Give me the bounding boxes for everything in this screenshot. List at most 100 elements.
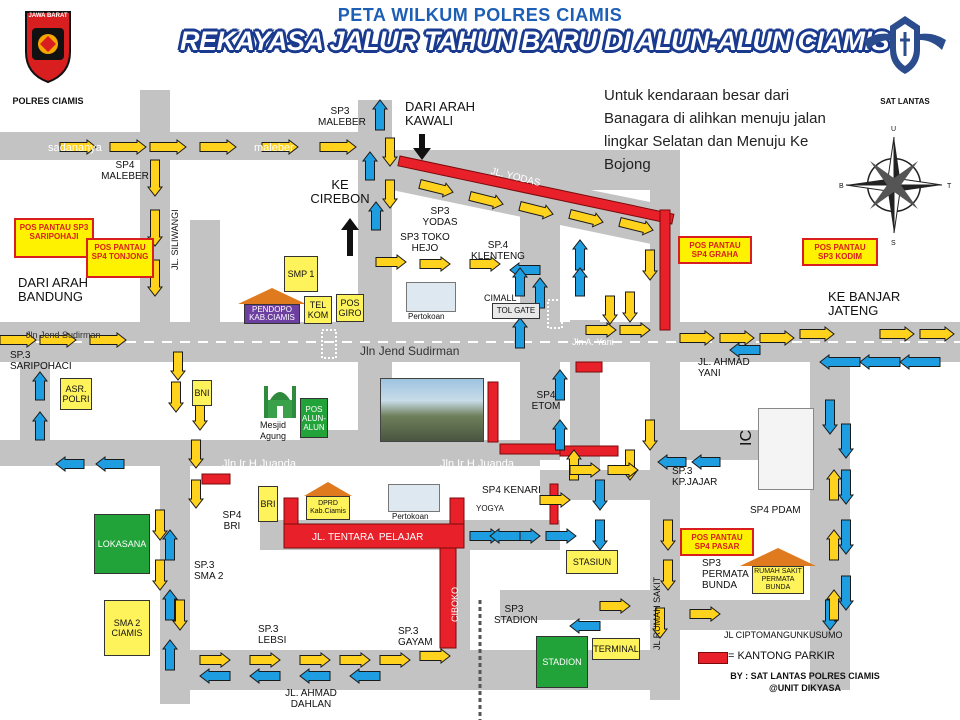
- traffic-arrow: [659, 559, 677, 591]
- road-ahmad-yani-top: Jln A. Yani: [572, 337, 614, 347]
- traffic-arrow: [249, 667, 281, 685]
- traffic-arrow: [825, 589, 843, 621]
- parking-zones: [201, 155, 675, 649]
- pos-pantau-tonjong: POS PANTAU SP4 TONJONG: [86, 238, 154, 278]
- traffic-arrow: [591, 519, 609, 551]
- traffic-arrow: [879, 325, 915, 343]
- post-sp3-lebsi: SP.3 LEBSI: [258, 624, 287, 646]
- traffic-arrow: [571, 239, 589, 271]
- traffic-arrow: [59, 138, 97, 156]
- traffic-arrow: [89, 331, 127, 349]
- road-ahmad-yani-right: JL. AHMAD YANI: [698, 357, 750, 379]
- direction-arrow-kawali: [413, 134, 431, 160]
- road-juanda-left: Jln Ir H Juanda: [222, 458, 296, 470]
- traffic-arrow: [919, 325, 955, 343]
- traffic-arrow: [545, 527, 577, 545]
- parking-zone: [397, 155, 675, 225]
- traffic-arrow: [607, 461, 639, 479]
- traffic-arrow: [799, 325, 835, 343]
- pos-pantau-kodim: POS PANTAU SP3 KODIM: [802, 238, 878, 266]
- road-tentara-pelajar: JL. TENTARA PELAJAR: [312, 532, 424, 543]
- traffic-arrow: [375, 253, 407, 271]
- to-cirebon-label: KE CIREBON: [310, 177, 370, 206]
- road-maleber: maleber: [254, 142, 294, 154]
- traffic-arrow: [599, 597, 631, 615]
- direction-arrow-cirebon: [341, 218, 359, 256]
- alun-alun-photo: [380, 378, 484, 442]
- crosswalk: [321, 329, 337, 359]
- post-sp4-etom: SP4 ETOM: [531, 390, 561, 412]
- building-mesjid: Mesjid Agung: [260, 420, 287, 441]
- road-ciboko: CIBOKO: [450, 586, 460, 622]
- traffic-arrow: [419, 255, 451, 273]
- building-asr-polri: ASR. POLRI: [60, 378, 92, 410]
- traffic-arrow: [187, 439, 205, 469]
- traffic-arrow: [169, 351, 187, 381]
- traffic-arrow: [55, 455, 85, 473]
- post-sp3-maleber: SP3 MALEBER: [318, 106, 366, 128]
- traffic-arrow: [149, 138, 187, 156]
- building-stasiun: STASIUN: [566, 550, 618, 574]
- parking-zone: [439, 547, 457, 649]
- traffic-arrow: [199, 667, 231, 685]
- traffic-arrow: [381, 137, 399, 167]
- building-pos-giro: POS GIRO: [336, 294, 364, 322]
- traffic-arrow: [39, 331, 77, 349]
- traffic-arrow: [619, 321, 651, 339]
- pertokoan-bottom-image: [388, 484, 440, 512]
- traffic-arrow: [167, 381, 185, 413]
- traffic-arrow: [518, 200, 554, 220]
- compass-east: T: [947, 183, 952, 190]
- compass-point: [894, 137, 901, 185]
- traffic-arrow: [551, 419, 569, 451]
- traffic-arrow: [379, 651, 411, 669]
- traffic-arrow: [367, 201, 385, 231]
- ic-building-image: [758, 408, 814, 490]
- road-jend-sudirman-left: Jln Jend Sudirman: [26, 330, 101, 340]
- road-rumah-sakit: JL RUMAH SAKIT: [652, 576, 662, 650]
- building-pertokoan-bottom: Pertokoan: [392, 512, 429, 521]
- legend-text: = KANTONG PARKIR: [728, 650, 835, 662]
- traffic-arrow: [249, 651, 281, 669]
- traffic-arrow: [585, 321, 617, 339]
- compass-rose: [845, 136, 943, 234]
- traffic-arrow: [657, 453, 687, 471]
- building-cimall: CIMALL: [484, 293, 517, 303]
- post-sp3-sma2: SP.3 SMA 2: [194, 560, 224, 582]
- parking-zone: [659, 209, 671, 331]
- road-jalan-kopasi: Jalan kopasi: [688, 493, 739, 503]
- traffic-arrow: [151, 559, 169, 591]
- traffic-arrow: [371, 99, 389, 131]
- traffic-arrow: [381, 179, 399, 209]
- road-segment: [0, 440, 540, 466]
- shield-icon: [25, 11, 71, 84]
- traffic-arrow: [825, 469, 843, 501]
- traffic-arrow: [299, 667, 331, 685]
- traffic-arrow: [361, 151, 379, 181]
- traffic-arrow: [531, 277, 549, 309]
- building-bni: BNI: [192, 380, 212, 406]
- traffic-arrow: [161, 529, 179, 561]
- building-rumah-sakit-roof: [740, 548, 816, 566]
- traffic-arrow: [469, 255, 501, 273]
- post-sp4-klenteng: SP.4 KLENTENG: [471, 240, 525, 262]
- parking-zone: [575, 361, 603, 373]
- post-sp3-toko-hejo: SP3 TOKO HEJO: [400, 232, 450, 254]
- compass-north: U: [891, 126, 897, 133]
- traffic-arrow: [651, 607, 669, 639]
- compass-west: B: [839, 183, 844, 190]
- traffic-arrows: [0, 99, 955, 685]
- polres-logo: [22, 8, 74, 84]
- compass-minor-point: [870, 161, 898, 189]
- building-smp1: SMP 1: [284, 256, 318, 292]
- parking-zone: [201, 473, 231, 485]
- traffic-arrow: [146, 159, 164, 197]
- traffic-arrow: [539, 491, 571, 509]
- building-yogya: YOGYA: [476, 504, 504, 513]
- traffic-arrow: [419, 647, 451, 665]
- building-stadion: STADION: [536, 636, 588, 688]
- map-title: PETA WILKUM POLRES CIAMIS: [337, 5, 623, 25]
- traffic-arrow: [601, 295, 619, 325]
- traffic-arrow: [659, 519, 677, 551]
